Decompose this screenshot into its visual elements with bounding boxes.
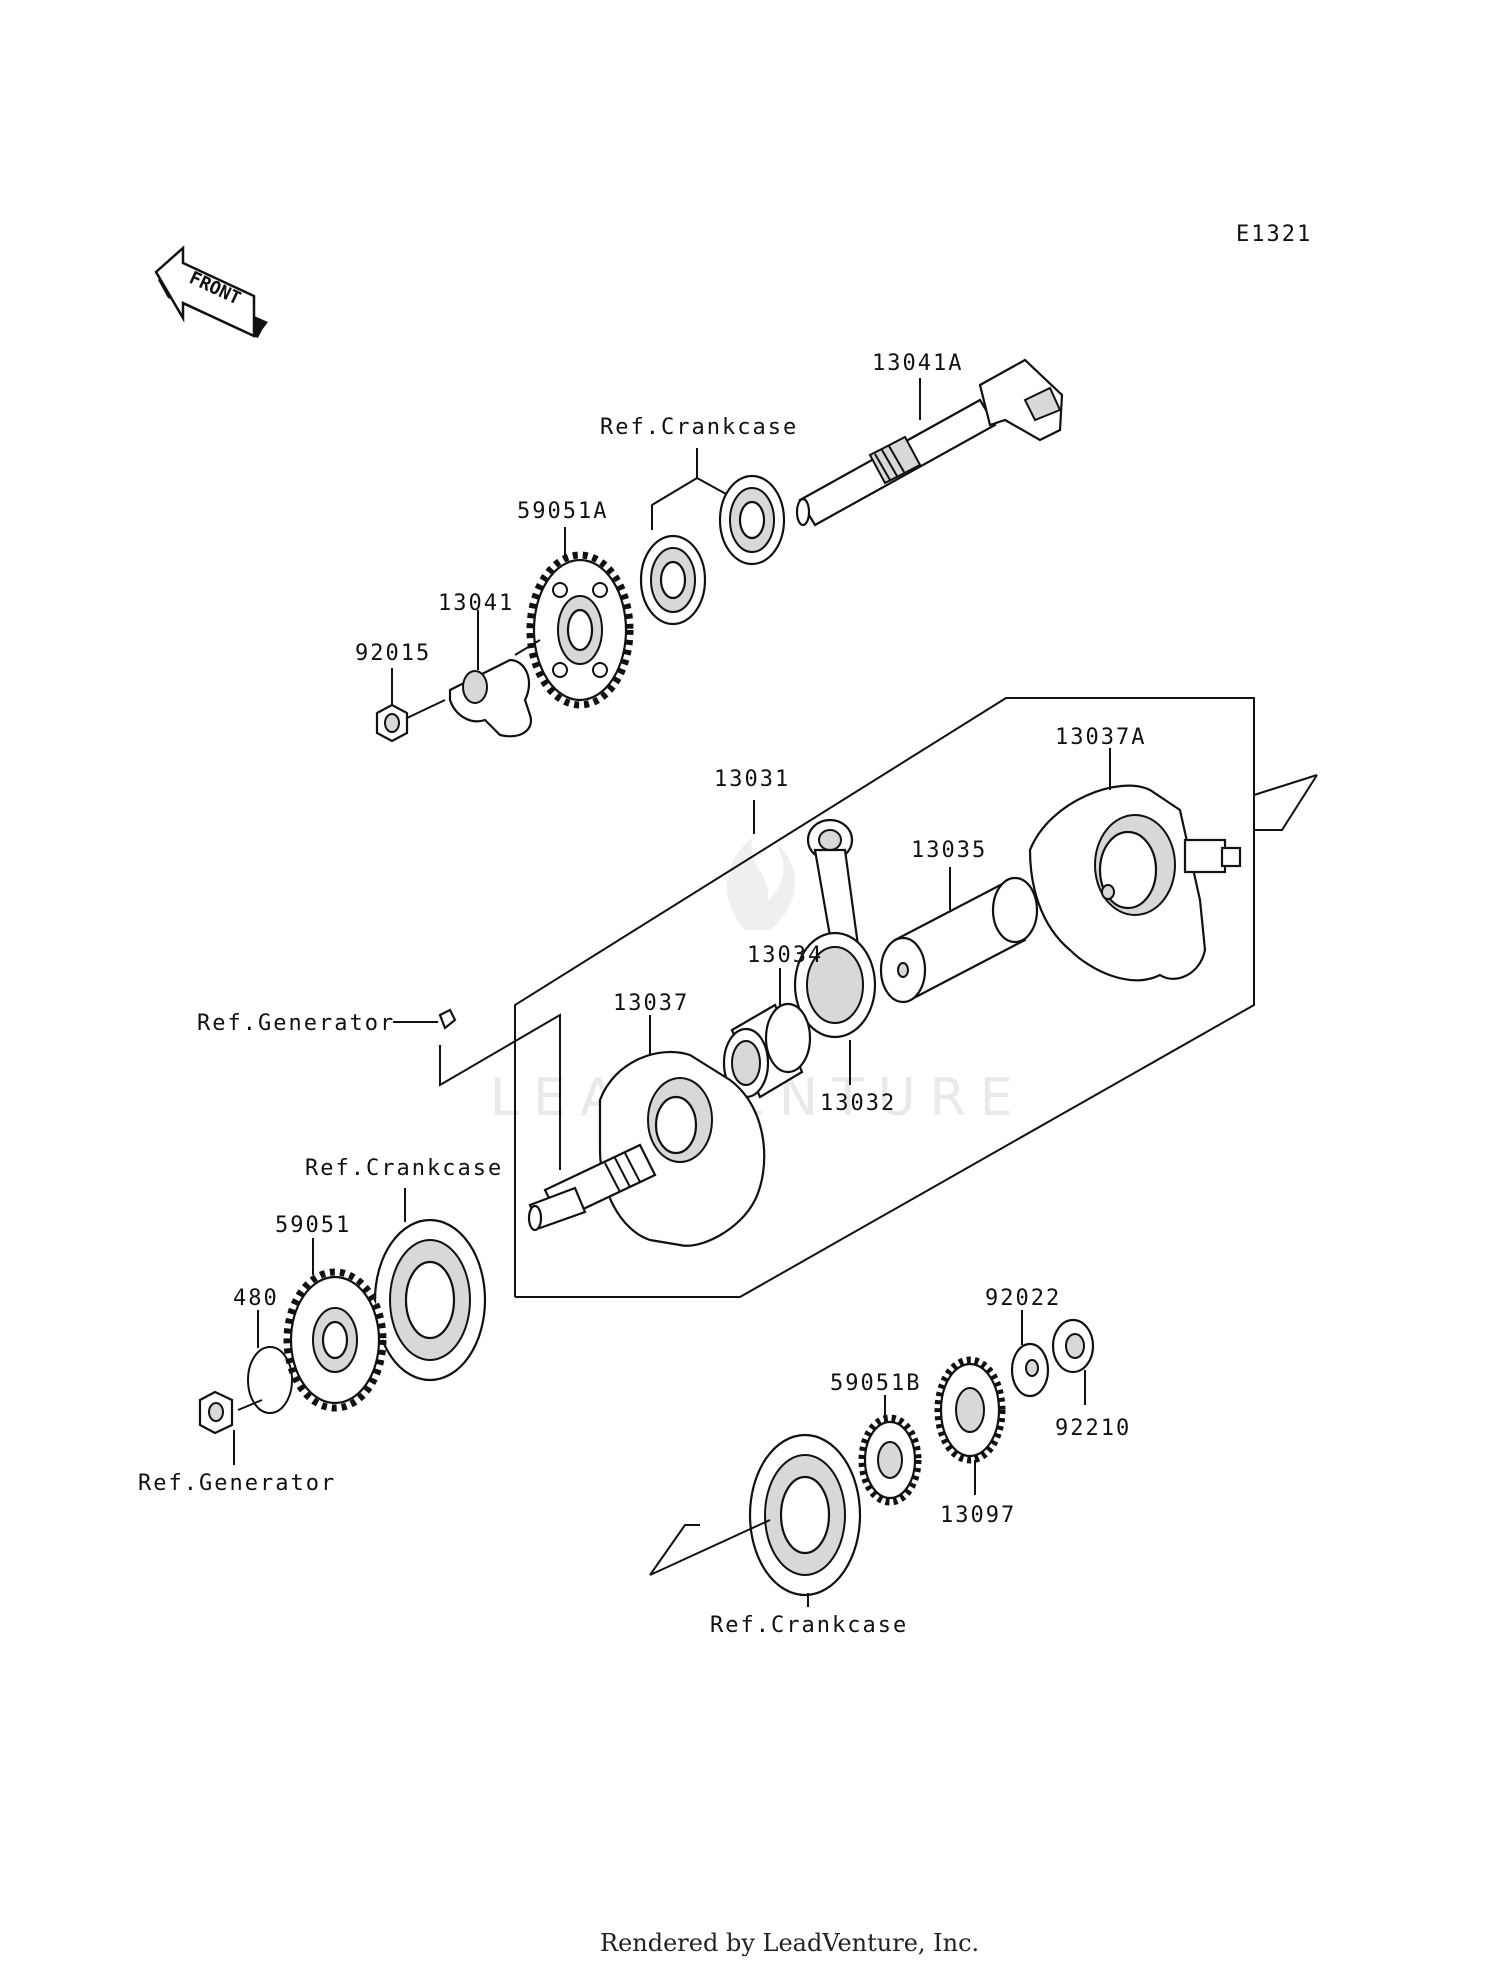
label-ref-crankcase-top: Ref.Crankcase (600, 415, 798, 440)
gear-13097 (934, 1356, 1006, 1495)
circlip-480 (247, 1310, 293, 1414)
nut-92210 (1051, 1318, 1095, 1405)
label-59051A: 59051A (517, 499, 608, 524)
label-13041A: 13041A (872, 351, 963, 376)
label-13041: 13041 (438, 591, 514, 616)
label-480: 480 (233, 1286, 279, 1311)
label-92015: 92015 (355, 641, 431, 666)
label-13035: 13035 (911, 838, 987, 863)
label-92210: 92210 (1055, 1416, 1131, 1441)
crankshaft-assembly-frame (514, 697, 1318, 1298)
nut-ref-generator (198, 1390, 263, 1465)
balancer-shaft-13041A (795, 358, 1064, 527)
label-ref-generator-bottom: Ref.Generator (138, 1471, 336, 1496)
label-13037: 13037 (613, 991, 689, 1016)
nut-92015 (375, 668, 446, 743)
bearing-top-left (639, 534, 707, 626)
footer-credit: Rendered by LeadVenture, Inc. (600, 1929, 979, 1957)
gear-59051B (858, 1395, 922, 1506)
label-ref-generator-top: Ref.Generator (197, 1011, 395, 1036)
label-13031: 13031 (714, 767, 790, 792)
needle-bearing-13034 (722, 968, 812, 1099)
bearing-top-right (718, 474, 786, 566)
washer-92022 (1010, 1310, 1050, 1398)
label-ref-crankcase-mid: Ref.Crankcase (305, 1156, 503, 1181)
connecting-rod-13032 (793, 818, 877, 1085)
bearing-bottom (649, 1433, 862, 1607)
label-13037A: 13037A (1055, 725, 1146, 750)
gear-59051 (283, 1238, 387, 1412)
gear-59051A (526, 527, 634, 709)
label-13097: 13097 (940, 1503, 1016, 1528)
diagram-code: E1321 (1236, 222, 1312, 247)
crank-web-13037A (1028, 748, 1242, 982)
front-direction-arrow-icon: FRONT (154, 245, 268, 338)
label-13032: 13032 (820, 1091, 896, 1116)
balancer-weight-13041 (448, 610, 533, 738)
label-92022: 92022 (985, 1286, 1061, 1311)
bearing-mid (373, 1218, 487, 1382)
label-59051B: 59051B (830, 1371, 921, 1396)
label-13034: 13034 (747, 943, 823, 968)
crank-pin-13035 (879, 867, 1039, 1004)
crank-web-13037 (527, 1015, 766, 1247)
label-ref-crankcase-bottom: Ref.Crankcase (710, 1613, 908, 1638)
label-59051: 59051 (275, 1213, 351, 1238)
